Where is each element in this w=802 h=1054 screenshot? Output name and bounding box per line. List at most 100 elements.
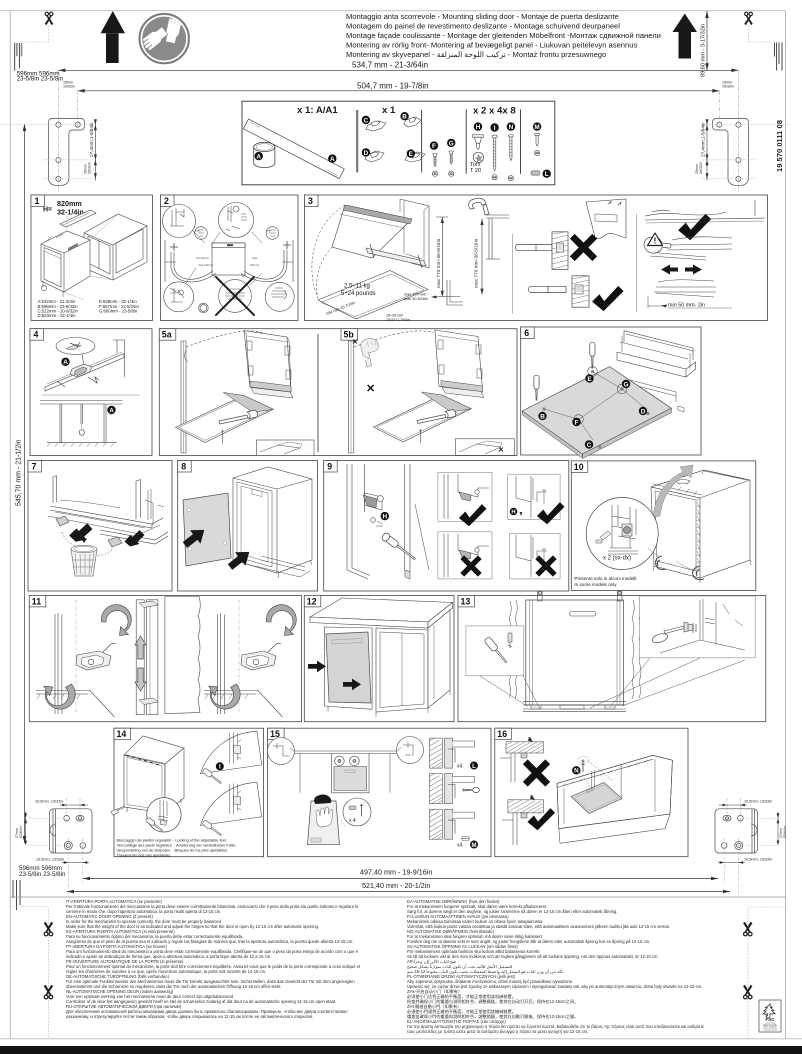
svg-text:Для обеспечения оптимальной ра: Для обеспечения оптимальной работы механ…: [66, 1009, 348, 1014]
svg-text:9: 9: [327, 462, 332, 472]
svg-text:تأكد من أن وزن الباب هو المشار: تأكد من أن وزن الباب هو المشار إليه واضب…: [407, 968, 564, 975]
svg-text:A:532mm - 21-3/4in: A:532mm - 21-3/4in: [38, 299, 76, 304]
svg-text:Voor een optimale werking van: Voor een optimale werking van het mechan…: [66, 994, 234, 999]
svg-text:C: C: [364, 117, 369, 124]
svg-text:Aby zapewnić optymalne działan: Aby zapewnić optymalne działanie mechani…: [407, 979, 573, 984]
svg-text:G: G: [624, 381, 629, 388]
svg-text:للتشغيل الأمثل للآلية يجب أن ي: للتشغيل الأمثل للآلية يجب أن يكون الباب …: [407, 963, 512, 969]
svg-text:Bloccaggio dei piedini regolab: Bloccaggio dei piedini regolabili. - Loc…: [117, 838, 228, 843]
svg-text:G: G: [449, 140, 454, 147]
svg-text:15mm: 15mm: [722, 81, 732, 85]
svg-text:max 770 mm-30-5/16in: max 770 mm-30-5/16in: [436, 238, 442, 288]
svg-text:23-5/8in 23-5/8in: 23-5/8in 23-5/8in: [19, 871, 66, 878]
svg-text:5a: 5a: [162, 330, 172, 340]
svg-text:x 1: A/A1: x 1: A/A1: [297, 105, 338, 116]
svg-text:596mm 596mm: 596mm 596mm: [19, 865, 62, 872]
svg-text:6: 6: [524, 328, 529, 338]
svg-text:19/32in: 19/32in: [699, 162, 703, 174]
svg-text:Controleer of de deur het aang: Controleer of de deur het aangegeven gew…: [66, 999, 336, 1004]
svg-text:For at mekanismen fungerer opt: For at mekanismen fungerer optimalt, ska…: [407, 904, 547, 909]
svg-text:FR-OUVERTURE AUTOMATIQUE DE LA: FR-OUVERTURE AUTOMATIQUE DE LA PORTE (si…: [66, 959, 184, 964]
svg-text:FI-LUUKUN AUTOMAATTINEN AVAUS: FI-LUUKUN AUTOMAATTINEN AVAUS (jos olema…: [407, 914, 509, 919]
svg-text:Montaggio anta scorrevole - Mo: Montaggio anta scorrevole - Mounting sli…: [346, 12, 619, 21]
svg-text:M: M: [472, 843, 477, 849]
svg-text:T 20: T 20: [470, 168, 481, 174]
svg-text:SV-AUTOMATISK ÖPPNING AV LUCKA: SV-AUTOMATISK ÖPPNING AV LUCKAN (om såda…: [407, 944, 518, 949]
svg-text:Asegúrese de que el peso de la: Asegúrese de que el peso de la puerta se…: [66, 939, 353, 944]
svg-text:ZHs-开启自动小门（如果有）: ZHs-开启自动小门（如果有）: [407, 988, 462, 995]
svg-text:max 770 mm: max 770 mm: [404, 293, 426, 297]
svg-text:B:598mm - 23-9/32in: B:598mm - 23-9/32in: [38, 304, 79, 309]
svg-text:19/32in: 19/32in: [88, 162, 92, 174]
svg-text:x 4: x 4: [349, 818, 356, 824]
svg-text:32-1/4in: 32-1/4in: [57, 208, 84, 217]
svg-text:Vergrendeling van de stelpoten: Vergrendeling van de stelpoten. - Bloque…: [117, 848, 229, 853]
svg-text:521,40 mm - 20-1/2in: 521,40 mm - 20-1/2in: [362, 881, 430, 890]
svg-text:H: H: [476, 124, 481, 131]
svg-text:FSC: FSC: [765, 1017, 775, 1022]
svg-text:27,4mm;1-5/64in: 27,4mm;1-5/64in: [701, 122, 706, 157]
svg-text:F: F: [575, 419, 579, 426]
svg-text:max: max: [252, 256, 258, 260]
svg-text:5÷24 pounds: 5÷24 pounds: [341, 291, 376, 297]
svg-text:Torx: Torx: [470, 162, 481, 168]
svg-text:19 570 0111 08: 19 570 0111 08: [775, 120, 784, 172]
svg-text:H: H: [382, 514, 387, 521]
svg-text:12: 12: [307, 596, 317, 606]
svg-text:Per l'ottimale funzionamento d: Per l'ottimale funzionamento del meccani…: [66, 904, 359, 909]
svg-text:23-5/8in 23-5/8in: 23-5/8in 23-5/8in: [17, 76, 64, 83]
svg-text:max 770 mm-30-5/16in: max 770 mm-30-5/16in: [474, 238, 480, 288]
svg-text:14: 14: [117, 729, 127, 739]
svg-text:545,70 mm - 21-1/2in: 545,70 mm - 21-1/2in: [16, 439, 23, 506]
svg-text:Mekanismin oikeaa toimintaa va: Mekanismin oikeaa toimintaa varten luuku…: [407, 919, 543, 924]
svg-text:534,7 mm - 21-3/64in: 534,7 mm - 21-3/64in: [352, 61, 428, 70]
svg-text:3: 3: [308, 196, 313, 206]
svg-text:B: B: [402, 114, 407, 121]
svg-text:A: A: [63, 359, 68, 366]
svg-text:19/32in: 19/32in: [63, 85, 75, 89]
svg-text:H: H: [511, 510, 515, 516]
svg-text:I: I: [494, 125, 496, 132]
svg-text:A: A: [109, 407, 114, 414]
svg-text:Se till att luckans vikt är de: Se till att luckans vikt är den som indi…: [407, 954, 659, 959]
svg-text:M: M: [534, 124, 539, 131]
svg-text:596mm 596mm: 596mm 596mm: [17, 70, 60, 77]
svg-text:Montering av rörlig front- Mon: Montering av rörlig front- Montering af …: [346, 41, 637, 50]
svg-text:89,60 mm - 3-17/32in: 89,60 mm - 3-17/32in: [701, 24, 707, 77]
svg-text:7: 7: [32, 462, 37, 472]
svg-text:27mm: 27mm: [779, 828, 783, 838]
svg-text:27,4mm;1-5/64in: 27,4mm;1-5/64in: [89, 122, 94, 157]
svg-text:Travamento dos pés ajustáveis.: Travamento dos pés ajustáveis.: [117, 852, 172, 857]
svg-text:übereinstimmt und die Scharnie: übereinstimmt und die Scharniere so regu…: [66, 984, 282, 989]
svg-text:I: I: [219, 765, 221, 771]
svg-text:1: 1: [35, 196, 40, 206]
svg-text:2,5÷11 kg: 2,5÷11 kg: [344, 284, 370, 290]
svg-text:D:820mm - 32-1/4in: D:820mm - 32-1/4in: [38, 313, 77, 318]
svg-text:H=: H=: [43, 207, 52, 214]
svg-text:PL-OTWIERANIE DRZWI AUTOMATYCZ: PL-OTWIERANIE DRZWI AUTOMATYCZNYCH (jeśl…: [407, 974, 516, 979]
svg-text:B: B: [540, 413, 545, 420]
svg-text:Sørg for, at dørens vægt er de: Sørg for, at dørens vægt er den angivne,…: [407, 909, 617, 914]
svg-text:A: A: [256, 154, 261, 161]
svg-text:53/64in: 53/64in: [783, 826, 787, 838]
svg-text:!: !: [654, 237, 657, 246]
svg-text:15mm: 15mm: [695, 164, 699, 174]
svg-text:For at mekanismen skal fungere: For at mekanismen skal fungere optimalt,…: [407, 934, 543, 939]
svg-text:min 50 mm- 2in: min 50 mm- 2in: [668, 303, 705, 309]
svg-text:Montage façade coulissante - M: Montage façade coulissante - Montage der…: [346, 31, 661, 40]
svg-text:min 40 cm: min 40 cm: [196, 256, 210, 260]
svg-text:F:567mm - 22-5/16in: F:567mm - 22-5/16in: [99, 304, 139, 309]
svg-text:τους μεντεσέδες με τρόπο ώστε: τους μεντεσέδες με τρόπο ώστε μετά το αυ…: [407, 1029, 588, 1034]
svg-text:In some models only: In some models only: [574, 582, 617, 587]
svg-text:820mm: 820mm: [57, 199, 82, 208]
svg-text:10,5mm; 13/32in: 10,5mm; 13/32in: [744, 800, 772, 804]
svg-text:15: 15: [270, 729, 280, 739]
svg-text:Para um funcionamento ideal do: Para um funcionamento ideal do mecanismo…: [66, 949, 359, 954]
svg-text:AR-فتح الباب الآلي (إن وجد): AR-فتح الباب الآلي (إن وجد): [407, 959, 456, 965]
svg-text:réglez les charnières de maniè: réglez les charnières de manière à ce qu…: [66, 969, 266, 974]
svg-text:11: 11: [32, 596, 41, 606]
svg-text:PT-ABERTURA DA PORTA AUTOMÁTIC: PT-ABERTURA DA PORTA AUTOMÁTICA (se houv…: [66, 944, 168, 949]
svg-text:100 cm: 100 cm: [250, 263, 260, 267]
svg-text:Για την άριστη λειτουργία του: Για την άριστη λειτουργία του μηχανισμού…: [407, 1024, 704, 1029]
svg-text:cerniere in modo che, dopo l'a: cerniere in modo che, dopo l'apertura au…: [66, 909, 221, 914]
